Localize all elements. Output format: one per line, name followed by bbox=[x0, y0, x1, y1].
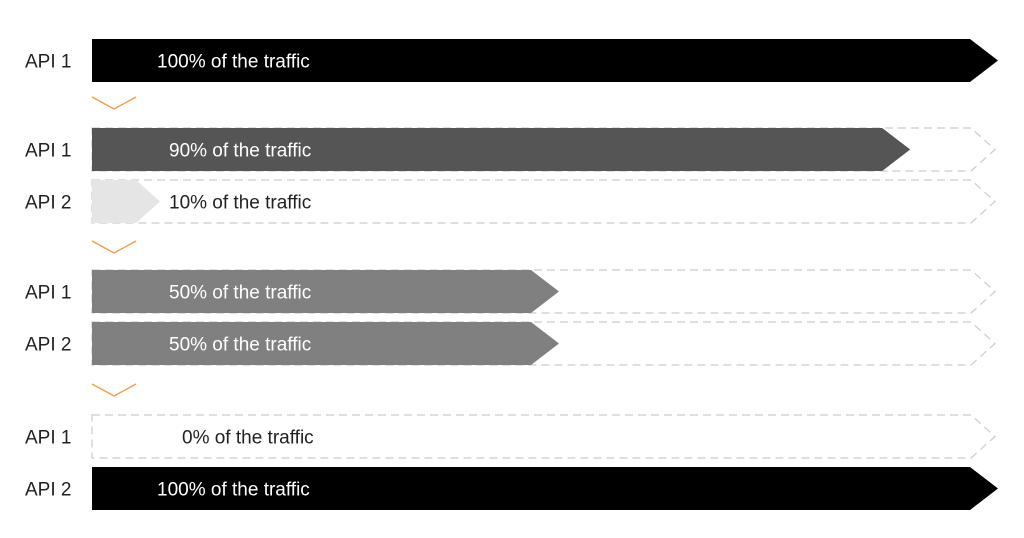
api-label: API 2 bbox=[25, 193, 71, 214]
chevron-down-icon bbox=[91, 240, 137, 254]
stage-3: API 1 50% of the traffic API 2 50% of th… bbox=[25, 269, 996, 366]
api-label: API 1 bbox=[25, 283, 71, 304]
traffic-share-label: 50% of the traffic bbox=[169, 335, 311, 356]
traffic-share-label: 100% of the traffic bbox=[157, 52, 310, 73]
traffic-bar bbox=[92, 128, 911, 171]
traffic-bar bbox=[92, 39, 998, 82]
track-outline bbox=[91, 414, 996, 459]
traffic-row: API 1 90% of the traffic bbox=[25, 127, 996, 172]
api-label: API 2 bbox=[25, 335, 71, 356]
traffic-row: API 2 50% of the traffic bbox=[25, 321, 996, 366]
traffic-share-label: 90% of the traffic bbox=[169, 141, 311, 162]
traffic-bar bbox=[92, 270, 559, 313]
api-label: API 1 bbox=[25, 141, 71, 162]
stage-1: API 1 100% of the traffic bbox=[25, 39, 998, 82]
track-outline bbox=[91, 321, 996, 366]
traffic-bar bbox=[92, 180, 160, 223]
chevron-down-icon bbox=[91, 96, 137, 110]
stage-2: API 1 90% of the traffic API 2 10% of th… bbox=[25, 127, 996, 224]
chevron-down-icon bbox=[91, 383, 137, 397]
traffic-row: API 1 50% of the traffic bbox=[25, 269, 996, 314]
traffic-share-label: 100% of the traffic bbox=[157, 480, 310, 501]
traffic-row: API 2 10% of the traffic bbox=[25, 179, 996, 224]
traffic-row: API 1 0% of the traffic bbox=[25, 414, 996, 459]
traffic-bar bbox=[92, 322, 559, 365]
api-label: API 1 bbox=[25, 428, 71, 449]
track-outline bbox=[91, 269, 996, 314]
traffic-share-label: 10% of the traffic bbox=[169, 193, 311, 214]
traffic-row: API 1 100% of the traffic bbox=[25, 39, 998, 82]
traffic-share-label: 50% of the traffic bbox=[169, 283, 311, 304]
track-outline bbox=[91, 179, 996, 224]
api-label: API 2 bbox=[25, 480, 71, 501]
traffic-row: API 2 100% of the traffic bbox=[25, 467, 998, 510]
traffic-share-label: 0% of the traffic bbox=[182, 428, 314, 449]
traffic-bar bbox=[92, 467, 998, 510]
stage-4: API 1 0% of the traffic API 2 100% of th… bbox=[25, 414, 998, 510]
api-label: API 1 bbox=[25, 52, 71, 73]
